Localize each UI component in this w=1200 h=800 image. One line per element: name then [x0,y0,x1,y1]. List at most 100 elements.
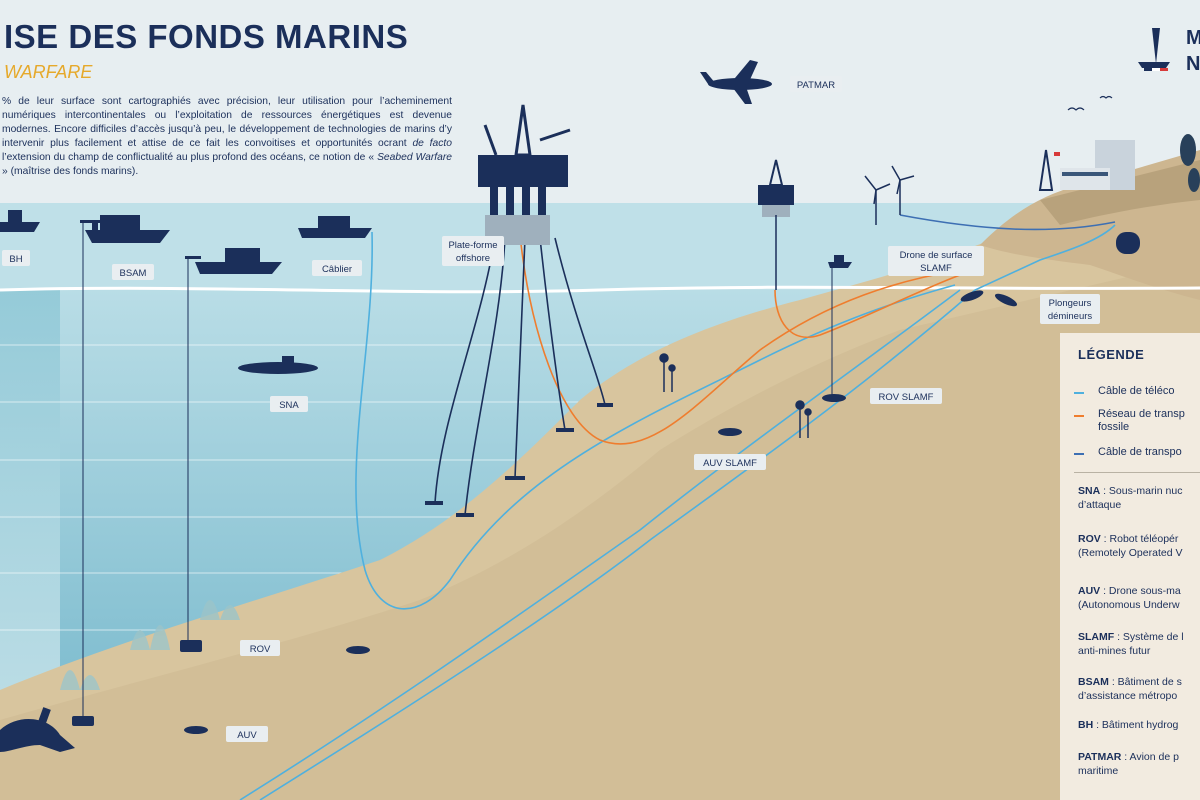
telecom-cable-2 [239,289,961,800]
abbr-auv-2: (Autonomous Underw [1078,599,1180,611]
label-auv: AUV [237,730,257,741]
telecom-cable-3 [259,224,1116,800]
coastal-station [1038,140,1135,191]
abbr-auv: AUV : Drone sous-ma [1078,585,1181,598]
label-rov-slamf: ROV SLAMF [879,392,934,403]
logo-letter-bottom: N [1186,53,1200,74]
telecom-cable [355,231,956,610]
legend-item-fossil: Réseau de transp [1098,408,1185,420]
abbr-bsam: BSAM : Bâtiment de s [1078,676,1182,689]
label-plateforme-1: Plate-forme [448,240,497,251]
label-drone-1: Drone de surface [900,250,973,261]
fossil-pipeline [519,234,961,445]
abbr-patmar-2: maritime [1078,765,1119,777]
abbr-auv-text: : Drone sous-ma [1100,585,1181,597]
intro-paragraph: % de leur surface sont cartographiés ave… [2,95,452,179]
label-patmar: PATMAR [797,80,835,91]
ship-surface-drone [828,255,852,268]
abbr-sna-2: d’attaque [1078,499,1122,511]
small-platform [758,159,794,290]
intro-emphasis-2: Seabed Warfare [377,152,452,163]
label-auv-slamf: AUV SLAMF [703,458,757,469]
surface-line [0,285,1200,294]
label-rov: ROV [250,644,271,655]
legend-panel: LÉGENDE Câble de téléco Réseau de transp… [1060,333,1200,800]
abbr-slamf-key: SLAMF [1078,631,1115,643]
seaweed [60,600,240,690]
abbr-bsam-text: : Bâtiment de s [1108,676,1182,688]
scene-labels: BH BSAM Câblier Plate-forme offshore PAT… [9,80,1092,741]
birds [1067,95,1113,111]
abbr-patmar: PATMAR : Avion de p [1078,751,1179,764]
tunnel-entrance [1116,232,1140,254]
power-cable [899,214,1116,231]
label-plateforme-2: offshore [456,253,490,264]
abbr-slamf: SLAMF : Système de l [1078,631,1184,644]
crane-tops [80,220,201,259]
legend-item-power: Câble de transpo [1098,446,1182,458]
intro-part-2: l’extension du champ de conflictualité a… [2,152,378,163]
abbr-sna-text: : Sous-marin nuc [1100,485,1183,497]
intro-part-1: % de leur surface sont cartographiés ave… [2,96,452,149]
legend-swatch-fossil [1074,415,1084,417]
label-sna: SNA [279,400,299,411]
abbr-rov-key: ROV [1078,533,1101,545]
wind-turbines [864,165,915,225]
cliff-shade [1040,160,1200,225]
label-bsam: BSAM [120,268,147,279]
abbr-rov: ROV : Robot téléopér [1078,533,1178,546]
seabed-structures [659,353,812,438]
abbr-bsam-key: BSAM [1078,676,1109,688]
legend-item-fossil-2: fossile [1098,421,1130,433]
logo-mark: M N [1138,27,1200,75]
ship-2 [195,248,282,274]
marine-nationale-logo: M N [1130,24,1200,75]
divers [960,290,1018,307]
submarine-sna [238,356,318,374]
label-bh: BH [9,254,22,265]
page-title: ISE DES FONDS MARINS [4,18,409,55]
abbr-slamf-text: : Système de l [1114,631,1184,643]
abbr-slamf-2: anti-mines futur [1078,645,1151,657]
abbr-bsam-2: d’assistance métropo [1078,690,1178,702]
intro-emphasis-1: de facto [412,138,453,149]
tethers [82,222,833,718]
abbr-rov-2: (Remotely Operated V [1078,547,1183,559]
label-chips [2,76,1100,742]
abbr-bh: BH : Bâtiment hydrog [1078,719,1178,732]
abbr-bh-text: : Bâtiment hydrog [1093,719,1179,731]
legend-item-telecom: Câble de téléco [1098,385,1175,397]
label-cablier: Câblier [322,264,352,275]
offshore-platform [478,104,571,245]
wreck [0,707,75,752]
abbr-rov-text: : Robot téléopér [1100,533,1179,545]
abbr-bh-key: BH [1078,719,1094,731]
legend-swatch-power [1074,453,1084,455]
underwater-drones [72,394,846,734]
mooring-anchors [425,403,613,517]
abbr-sna-key: SNA [1078,485,1101,497]
label-plongeurs-1: Plongeurs [1049,298,1092,309]
coast-trees [1180,134,1200,192]
abbr-sna: SNA : Sous-marin nuc [1078,485,1182,498]
legend-title: LÉGENDE [1078,347,1145,362]
fossil-pipeline-2 [774,274,961,338]
label-plongeurs-2: démineurs [1048,311,1093,322]
sky [0,0,1200,205]
page-subtitle: WARFARE [4,62,93,82]
ship-cablier [298,216,372,238]
logo-letter-top: M [1186,27,1200,49]
patmar-plane [700,60,772,104]
legend-swatch-telecom [1074,392,1084,394]
legend-divider [1074,472,1200,473]
intro-part-3: » (maîtrise des fonds marins). [2,166,139,177]
ship-bsam [85,215,170,243]
abbr-patmar-text: : Avion de p [1121,751,1179,763]
mooring-lines [434,237,606,516]
abbr-patmar-key: PATMAR [1078,751,1122,763]
ship-bh [0,210,40,232]
abbr-auv-key: AUV [1078,585,1101,597]
label-drone-2: SLAMF [920,263,952,274]
